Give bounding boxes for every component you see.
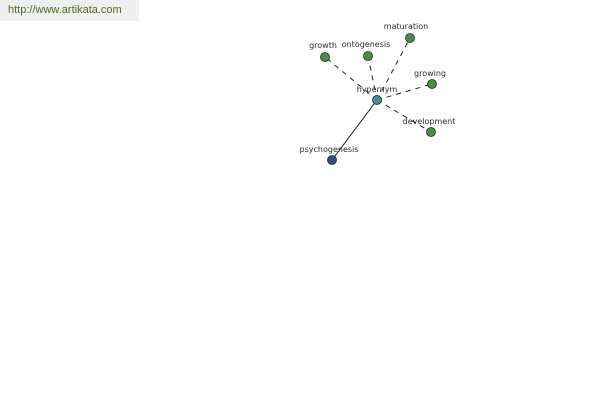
node-label-hypernym[interactable]: hypernym: [357, 85, 398, 94]
node-development[interactable]: [426, 127, 436, 137]
graph-nodes: [320, 33, 437, 165]
edge-growth: [324, 56, 378, 101]
node-label-ontogenesis[interactable]: ontogenesis: [342, 40, 391, 49]
node-label-development[interactable]: development: [403, 117, 456, 126]
site-link[interactable]: http://www.artikata.com: [0, 0, 139, 21]
edge-development: [376, 99, 432, 133]
graph-labels: growth ontogenesis maturation growing develo…: [300, 22, 456, 154]
node-psychogenesis[interactable]: [327, 155, 337, 165]
node-label-psychogenesis[interactable]: psychogenesis: [300, 145, 359, 154]
node-ontogenesis[interactable]: [363, 51, 373, 61]
graph-edges: [324, 37, 433, 161]
node-growth[interactable]: [320, 52, 330, 62]
node-hypernym[interactable]: [372, 95, 382, 105]
node-label-growing[interactable]: growing: [414, 69, 446, 78]
node-growing[interactable]: [427, 79, 437, 89]
edge-maturation: [376, 37, 411, 101]
edge-psychogenesis: [331, 99, 378, 161]
edge-ontogenesis: [367, 55, 378, 101]
node-label-maturation[interactable]: maturation: [384, 22, 428, 31]
node-maturation[interactable]: [405, 33, 415, 43]
node-label-growth[interactable]: growth: [309, 41, 337, 50]
